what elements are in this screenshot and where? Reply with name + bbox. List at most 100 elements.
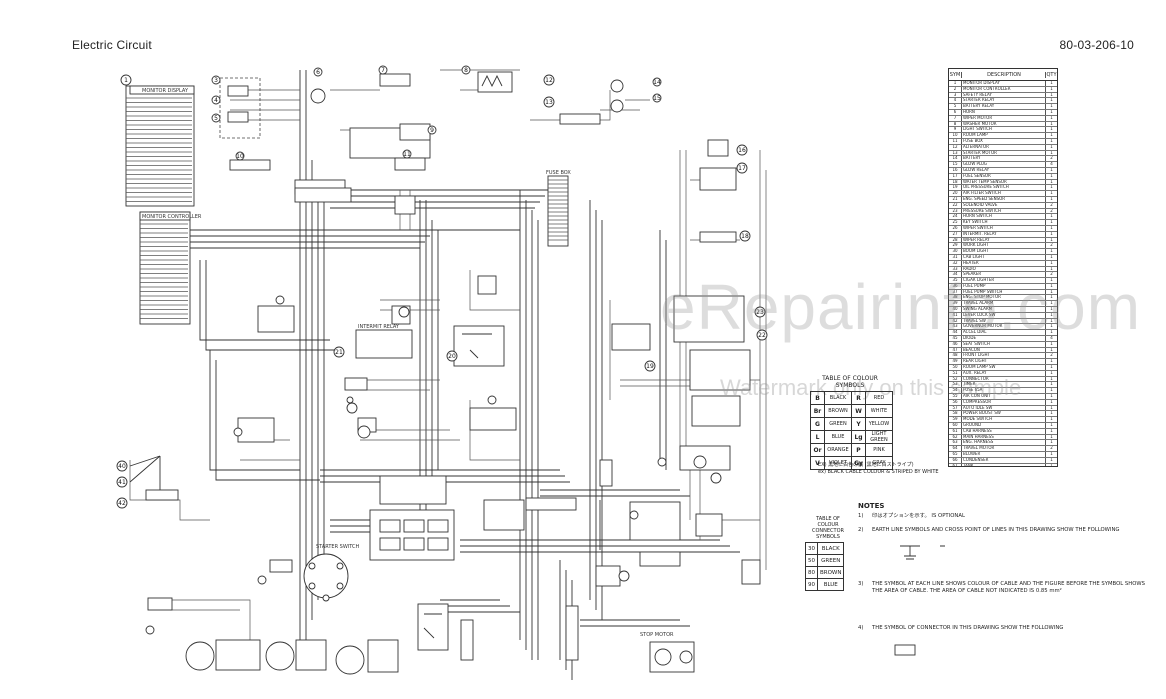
parts-header-description: DESCRIPTION: [962, 71, 1046, 78]
parts-description: WIPER SWITCH: [962, 225, 1046, 231]
parts-sym: 67: [949, 463, 962, 466]
parts-qty: 1: [1050, 394, 1053, 399]
parts-qty: 1: [1050, 423, 1053, 428]
parts-description: PRESSURE SWITCH: [962, 208, 1046, 214]
document-number: 80-03-206-10: [1059, 38, 1134, 52]
parts-qty: 1: [1050, 138, 1053, 143]
parts-description: SEAT SWITCH: [962, 341, 1046, 347]
parts-description: FUSE 65A: [962, 388, 1046, 394]
parts-qty: 1: [1050, 109, 1053, 114]
note-item: 4)THE SYMBOL OF CONNECTOR IN THIS DRAWIN…: [858, 625, 1064, 632]
parts-qty: 1: [1050, 347, 1053, 352]
svg-text:19: 19: [646, 363, 654, 370]
parts-sym: 21: [949, 196, 962, 202]
parts-qty: 1: [1050, 133, 1053, 138]
parts-description: GOVERNOR MOTOR: [962, 324, 1046, 330]
parts-sym: 5: [949, 104, 962, 109]
parts-qty: 1: [1050, 86, 1053, 91]
parts-description: ENG. STOP MOTOR: [962, 295, 1046, 301]
parts-sym: 36: [949, 283, 962, 289]
parts-description: AUX. RELAY: [962, 370, 1046, 376]
parts-qty: 1: [1050, 283, 1053, 288]
parts-description: MODE SWITCH: [962, 417, 1046, 423]
parts-qty: 1: [1050, 289, 1053, 294]
connector-block: [294, 187, 352, 203]
parts-description: CAB HARNESS: [962, 428, 1046, 434]
colour-code: Br: [810, 404, 825, 418]
parts-sym: 11: [949, 138, 962, 144]
colour-name: BLUE: [824, 430, 852, 444]
parts-sym: 31: [949, 254, 962, 260]
connector-table-caption: TABLE OF COLOUR CONNECTOR SYMBOLS: [811, 516, 845, 540]
connector-colour: BROWN: [816, 566, 845, 579]
parts-qty: 1: [1046, 464, 1057, 466]
parts-sym: 18: [949, 179, 962, 185]
parts-sym: 48: [949, 353, 962, 359]
parts-qty: 1: [1050, 98, 1053, 103]
colour-code: Or: [810, 443, 825, 457]
parts-qty: 1: [1050, 225, 1053, 230]
svg-text:21: 21: [335, 349, 343, 356]
connector-colour: GREEN: [816, 554, 845, 567]
parts-description: TANK: [962, 463, 1046, 466]
parts-sym: 1: [949, 81, 962, 86]
svg-text:6: 6: [316, 69, 320, 76]
parts-sym: 16: [949, 167, 962, 173]
parts-qty: 1: [1050, 278, 1053, 283]
wiring-diagram: MONITOR DISPLAY 1 MONITOR CONTROLLER 3 4…: [116, 65, 945, 680]
colour-name: GREEN: [824, 417, 852, 431]
parts-sym: 35: [949, 278, 962, 283]
parts-qty: 1: [1050, 231, 1053, 236]
parts-qty: 1: [1050, 376, 1053, 381]
parts-description: BLOWER: [962, 452, 1046, 457]
parts-sym: 3: [949, 92, 962, 98]
svg-text:FUSE BOX: FUSE BOX: [546, 170, 571, 176]
colour-name: WHITE: [865, 404, 893, 418]
parts-sym: 50: [949, 365, 962, 370]
parts-description: WIPER RELAY: [962, 237, 1046, 243]
parts-sym: 65: [949, 452, 962, 457]
parts-qty: 1: [1050, 452, 1053, 456]
parts-sym: 27: [949, 231, 962, 237]
svg-text:13: 13: [545, 99, 553, 106]
lower-section: 40 41 42 STARTER SWITCH STOP MOTOR: [116, 455, 761, 673]
parts-qty: 1: [1050, 266, 1053, 271]
parts-sym: 7: [949, 115, 962, 121]
parts-qty: 2: [1050, 353, 1053, 358]
parts-description: KEY SWITCH: [962, 220, 1046, 225]
parts-sym: 42: [949, 318, 962, 324]
parts-sym: 57: [949, 405, 962, 411]
parts-qty: 1: [1050, 81, 1053, 85]
parts-description: COMPRESSOR: [962, 399, 1046, 405]
colour-note-line1: EX) 黒地に白色の縞 (黒地に白ストライプ): [818, 462, 914, 468]
parts-sym: 23: [949, 208, 962, 214]
parts-sym: 47: [949, 347, 962, 353]
parts-description: ROOM LAMP SW: [962, 365, 1046, 370]
parts-sym: 52: [949, 376, 962, 382]
parts-description: CAB LIGHT: [962, 254, 1046, 260]
parts-description: BATTERY RELAY: [962, 104, 1046, 109]
parts-qty: 1: [1050, 144, 1053, 149]
svg-text:8: 8: [464, 67, 468, 74]
svg-text:14: 14: [653, 79, 661, 86]
colour-name: ORANGE: [824, 443, 852, 457]
parts-header-sym: SYM: [949, 71, 962, 78]
